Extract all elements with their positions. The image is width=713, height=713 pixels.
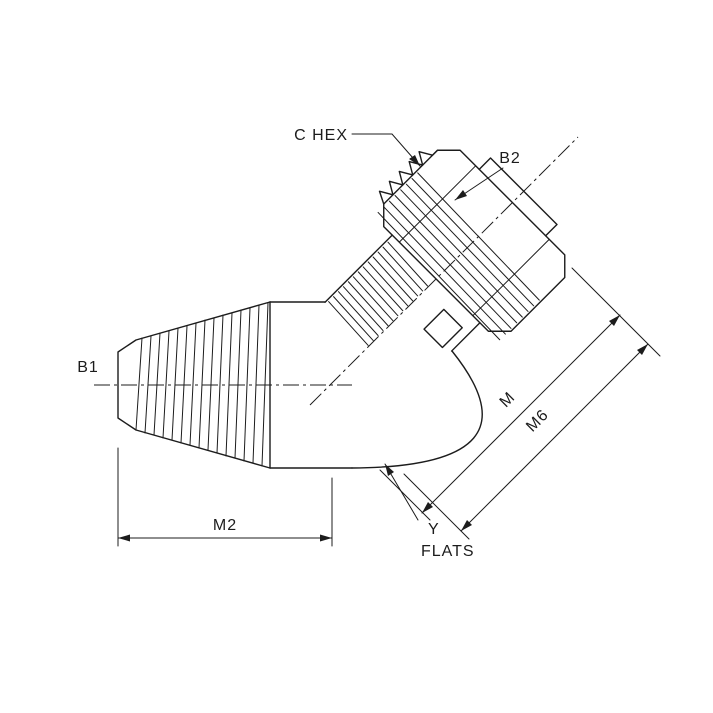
- male-thread-end: [117, 301, 271, 469]
- arrow-b2: [455, 190, 467, 200]
- label-y: Y: [428, 521, 440, 538]
- nut-hex-flat-lower: [472, 238, 550, 317]
- male-thread-outline: [117, 301, 271, 469]
- extension-lines: [117, 267, 661, 547]
- nut-hex-flat-upper: [398, 165, 477, 243]
- nut-thread-hatch: [377, 172, 540, 341]
- elbow-outer-arc: [351, 350, 483, 469]
- label-b2: B2: [499, 150, 521, 167]
- arrow-m6-upper: [637, 344, 648, 355]
- arrow-m2-left: [118, 534, 130, 542]
- label-m6: M6: [523, 406, 552, 435]
- label-m2: M2: [213, 517, 237, 534]
- nut-thread-crown: [378, 149, 439, 205]
- swivel-nut-outline: [383, 149, 566, 332]
- c-hex-leader-line: [351, 133, 421, 167]
- dimension-lines: [117, 133, 649, 539]
- wrench-flat-detail: [423, 308, 463, 349]
- angled-section: [324, 149, 566, 352]
- ext-m-lower: [379, 469, 431, 521]
- arrow-m2-right: [320, 534, 332, 542]
- labels: C HEX B2 B1 M2 M M6 Y FLATS: [77, 127, 552, 560]
- label-c-hex: C HEX: [294, 127, 348, 144]
- arrow-y-flats: [385, 464, 394, 476]
- label-flats: FLATS: [421, 543, 475, 560]
- ext-nut-face: [571, 267, 661, 357]
- label-m: M: [497, 389, 519, 411]
- label-b1: B1: [77, 359, 99, 376]
- dim-m-line: [421, 314, 621, 514]
- centerline-diagonal: [309, 136, 579, 406]
- arrow-c-hex: [409, 155, 420, 166]
- arrow-m-upper: [609, 315, 620, 326]
- male-thread-hatch: [135, 302, 269, 467]
- arrowheads: [118, 155, 648, 542]
- body-section: [269, 301, 483, 469]
- neck-lower-face: [450, 322, 481, 352]
- nut-end-cap: [478, 157, 558, 237]
- ext-m6-lower: [403, 473, 470, 540]
- arrow-m-lower: [422, 502, 433, 513]
- neck-upper-face: [324, 234, 393, 303]
- arrow-m6-lower: [461, 520, 472, 531]
- neck-hatch: [328, 241, 429, 346]
- dim-m6-line: [460, 343, 649, 532]
